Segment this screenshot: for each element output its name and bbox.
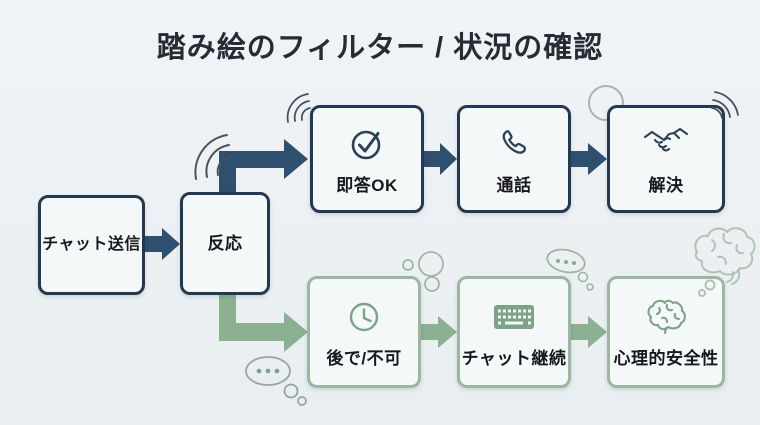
flow-node-label: 後で/不可	[326, 349, 402, 368]
page-title: 踏み絵のフィルター / 状況の確認	[156, 32, 604, 64]
thought-bubble-dots-icon	[245, 356, 307, 406]
connector-reaction-to-top	[219, 139, 308, 193]
flow-node-label: 心理的安全性	[613, 349, 719, 368]
flow-node-label: チャット継続	[461, 349, 567, 368]
flow-node-chat-send: チャット送信	[38, 195, 145, 295]
flow-node-label: 解決	[648, 176, 684, 195]
arrow-chat-to-reaction	[144, 228, 180, 260]
flow-node-label: 反応	[207, 234, 243, 253]
flow-node-label: 通話	[496, 176, 532, 195]
flow-node-label: チャット送信	[42, 236, 141, 253]
phone-icon	[494, 124, 534, 164]
flow-node-solve: 解決	[607, 105, 725, 213]
clock-icon	[344, 297, 384, 337]
check-circle-icon	[347, 124, 387, 164]
connector-reaction-to-bottom	[219, 294, 308, 352]
flow-node-label: 即答OK	[336, 176, 398, 195]
arrow-sokuto-to-call	[424, 143, 457, 175]
brain-icon	[644, 297, 688, 337]
arrow-chat-to-safety	[571, 316, 607, 348]
flow-node-reaction: 反応	[180, 192, 270, 295]
arrow-later-to-chat	[421, 316, 457, 348]
keyboard-icon	[491, 297, 537, 337]
flow-node-call: 通話	[457, 105, 571, 213]
handshake-icon	[642, 124, 690, 164]
flow-node-psych-safety: 心理的安全性	[607, 276, 725, 388]
flow-node-later: 後で/不可	[307, 276, 421, 388]
flow-node-sokuto-ok: 即答OK	[310, 105, 424, 213]
signal-waves-top-icon	[286, 93, 311, 123]
flow-node-chat-continue: チャット継続	[457, 276, 571, 388]
signal-waves-left-icon	[194, 134, 232, 180]
arrow-call-to-solve	[571, 143, 607, 175]
